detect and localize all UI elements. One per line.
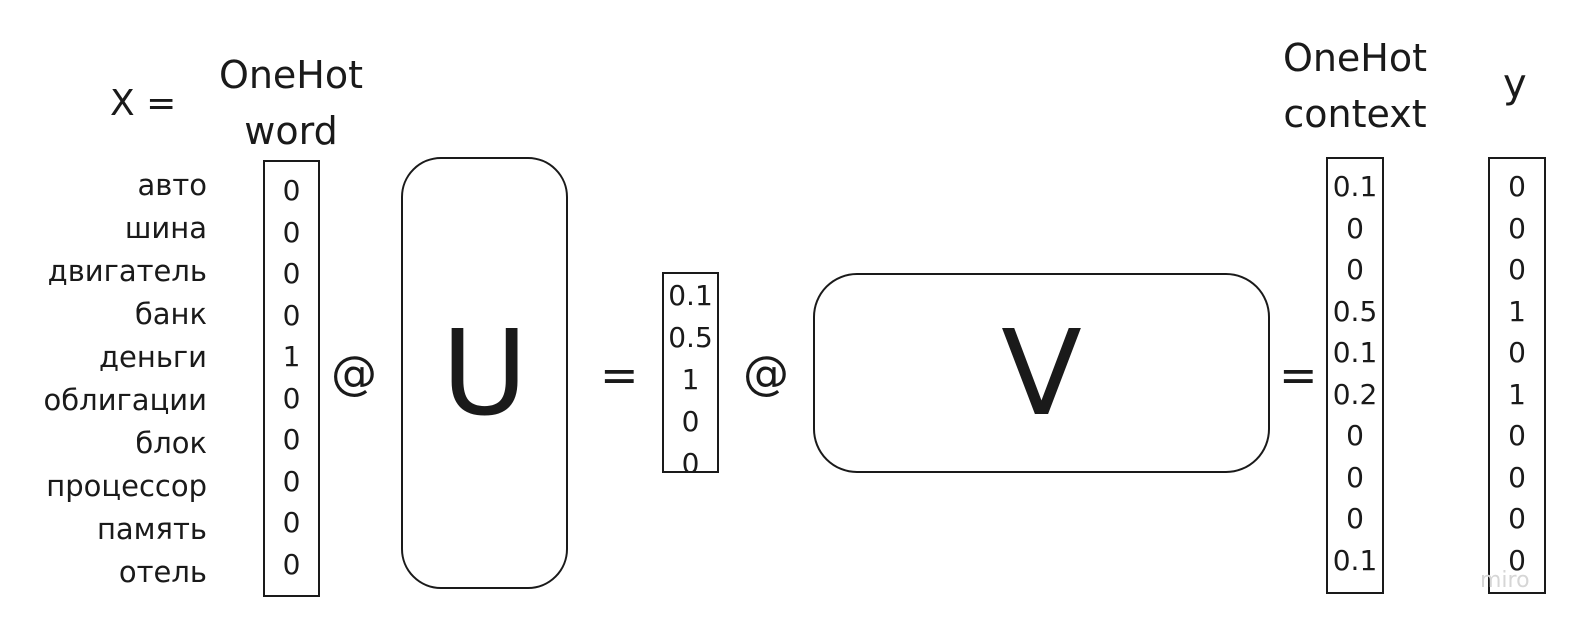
vector-cell: 1 <box>681 363 700 396</box>
y-label: y <box>1503 61 1527 107</box>
vector-cell: 0 <box>282 464 301 498</box>
matmul-operator-2: @ <box>743 346 789 400</box>
vector-cell: 0 <box>1346 253 1364 286</box>
onehot-word-vector: 0 0 0 0 1 0 0 0 0 0 <box>263 160 320 597</box>
vector-cell: 0.5 <box>668 321 713 354</box>
onehot-context-header-line1: OneHot <box>1282 36 1428 80</box>
vector-cell: 1 <box>1508 377 1526 411</box>
vector-cell: 0 <box>282 381 301 415</box>
vector-cell: 0 <box>1508 502 1526 535</box>
matrix-u-label: U <box>441 304 528 442</box>
hidden-vector: 0.1 0.5 1 0 0 <box>662 272 719 473</box>
vector-cell: 0.5 <box>1332 294 1378 328</box>
vector-cell: 0 <box>1508 543 1526 577</box>
onehot-word-header-line2: word <box>244 109 338 153</box>
word-labels: авто шина двигатель банк деньги облигаци… <box>44 164 207 594</box>
vector-cell: 0 <box>282 423 301 456</box>
word-label: блок <box>135 426 207 460</box>
miro-watermark: miro <box>1480 568 1530 593</box>
equals-operator-2: = <box>1279 348 1318 402</box>
vector-cell: 0 <box>282 506 301 539</box>
vector-cell: 0 <box>681 447 700 473</box>
vector-cell: 0 <box>282 298 301 332</box>
vector-cell: 0 <box>282 215 301 249</box>
vector-cell: 0 <box>1508 211 1526 245</box>
word-label: авто <box>137 168 208 202</box>
matmul-operator-1: @ <box>331 346 377 400</box>
vector-cell: 0 <box>1508 419 1526 452</box>
vector-cell: 0 <box>1508 336 1526 369</box>
onehot-context-header: OneHot context <box>1272 30 1438 142</box>
matrix-u: U <box>401 157 568 589</box>
vector-cell: 0 <box>681 405 700 438</box>
vector-cell: 0 <box>282 547 301 581</box>
vector-cell: 0 <box>1508 460 1526 494</box>
word-label: деньги <box>98 340 207 374</box>
word-label: облигации <box>43 383 207 417</box>
vector-cell: 0 <box>1346 419 1364 452</box>
y-vector: 0 0 0 1 0 1 0 0 0 0 <box>1488 157 1546 594</box>
word-label: память <box>96 512 207 546</box>
vector-cell: 1 <box>1508 294 1526 328</box>
vector-cell: 0.1 <box>668 279 713 312</box>
vector-cell: 0.1 <box>1332 543 1378 577</box>
vector-cell: 0 <box>282 174 301 207</box>
onehot-context-vector: 0.1 0 0 0.5 0.1 0.2 0 0 0 0.1 <box>1326 157 1384 594</box>
word-label: двигатель <box>47 254 207 288</box>
onehot-word-header: OneHot word <box>210 47 372 159</box>
word-label: процессор <box>46 469 207 503</box>
vector-cell: 0 <box>1508 253 1526 286</box>
vector-cell: 0 <box>282 257 301 290</box>
word-label: шина <box>124 211 207 245</box>
x-equals-label: X = <box>110 83 177 124</box>
vector-cell: 0.2 <box>1332 377 1378 411</box>
word-label: отель <box>118 555 207 589</box>
equals-operator-1: = <box>600 348 639 402</box>
matrix-v: V <box>813 273 1270 473</box>
matrix-v-label: V <box>1001 304 1082 442</box>
vector-cell: 0 <box>1508 170 1526 203</box>
onehot-word-header-line1: OneHot <box>218 53 364 97</box>
vector-cell: 0 <box>1346 211 1364 245</box>
vector-cell: 0 <box>1346 502 1364 535</box>
vector-cell: 1 <box>282 340 301 373</box>
word-label: банк <box>134 297 207 331</box>
vector-cell: 0.1 <box>1332 336 1378 369</box>
vector-cell: 0.1 <box>1332 170 1378 203</box>
onehot-context-header-line2: context <box>1283 92 1427 136</box>
vector-cell: 0 <box>1346 460 1364 494</box>
